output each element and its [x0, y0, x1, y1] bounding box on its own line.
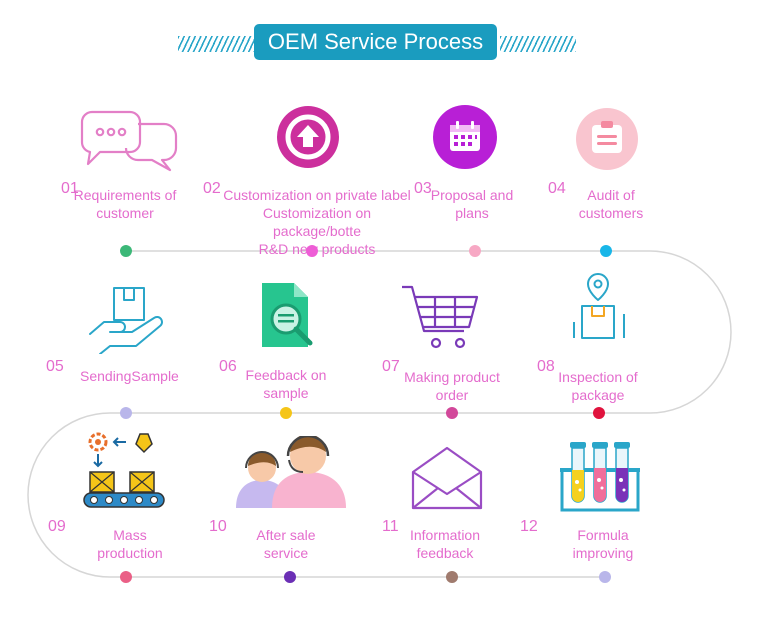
package-location-icon — [573, 273, 625, 339]
step-dot-06 — [280, 407, 292, 419]
calendar-icon — [433, 105, 497, 169]
step-label-03: Proposal and plans — [430, 186, 514, 222]
step-label-line: SendingSample — [80, 368, 179, 384]
document-search-icon — [262, 283, 313, 347]
step-dot-01 — [120, 245, 132, 257]
step-number-05: 05 — [46, 358, 64, 375]
step-dot-12 — [599, 571, 611, 583]
conveyor-production-icon — [83, 432, 165, 508]
step-label-line: Inspection of — [558, 369, 638, 385]
step-label-12: Formula improving — [548, 526, 658, 562]
chat-bubbles-icon — [80, 110, 178, 172]
step-label-line: Feedback on — [245, 367, 327, 383]
step-number-01: 01 — [61, 180, 79, 197]
step-number-09: 09 — [48, 518, 66, 535]
step-label-line: Making product — [404, 369, 500, 385]
step-label-09: Mass production — [80, 526, 180, 562]
step-label-line: Customization on package/botte — [262, 205, 372, 239]
headset-agents-icon — [236, 436, 346, 508]
step-label-line: sample — [263, 385, 309, 401]
step-label-line: Customization on private label — [223, 187, 411, 203]
step-dot-07 — [446, 407, 458, 419]
step-dot-04 — [600, 245, 612, 257]
step-label-line: Formula improving — [572, 527, 634, 561]
step-label-line: Requirements of — [73, 187, 177, 203]
step-label-06: Feedback on sample — [244, 366, 328, 402]
step-label-line: order — [435, 387, 469, 403]
step-label-10: After sale service — [234, 526, 338, 562]
hatch-decoration-right — [500, 36, 576, 52]
step-label-line: customers — [578, 205, 644, 221]
step-number-12: 12 — [520, 518, 538, 535]
clipboard-icon — [576, 108, 638, 170]
step-number-03: 03 — [414, 180, 432, 197]
step-number-06: 06 — [219, 358, 237, 375]
envelope-icon — [411, 446, 483, 510]
step-number-11: 11 — [382, 518, 399, 535]
step-label-05: SendingSample — [80, 367, 179, 385]
step-dot-09 — [120, 571, 132, 583]
step-label-line: Audit of — [587, 187, 635, 203]
page-title: OEM Service Process — [254, 24, 497, 60]
step-label-line: Proposal and — [430, 187, 514, 203]
step-label-line: Information — [409, 527, 481, 543]
step-dot-03 — [469, 245, 481, 257]
step-number-08: 08 — [537, 358, 555, 375]
step-label-08: Inspection of package — [556, 368, 640, 404]
step-label-07: Making product order — [402, 368, 502, 404]
step-label-line: customer — [96, 205, 154, 221]
step-number-07: 07 — [382, 358, 400, 375]
hand-box-icon — [89, 287, 163, 354]
step-label-line: feedback — [416, 545, 474, 561]
step-number-10: 10 — [209, 518, 227, 535]
step-label-line: package — [571, 387, 625, 403]
hatch-decoration-left — [178, 36, 254, 52]
step-label-line: plans — [455, 205, 489, 221]
step-dot-02 — [306, 245, 318, 257]
step-label-line: After sale service — [256, 527, 316, 561]
test-tubes-icon — [560, 442, 640, 512]
upload-circle-icon — [277, 106, 339, 168]
step-label-02: Customization on private label Customiza… — [222, 186, 412, 258]
step-label-04: Audit of customers — [570, 186, 652, 222]
step-dot-08 — [593, 407, 605, 419]
step-label-line: Mass production — [97, 527, 163, 561]
step-label-01: Requirements of customer — [70, 186, 180, 222]
title-banner: OEM Service Process — [0, 24, 760, 64]
step-label-11: Information feedback — [405, 526, 485, 562]
step-number-04: 04 — [548, 180, 566, 197]
step-dot-11 — [446, 571, 458, 583]
step-dot-05 — [120, 407, 132, 419]
step-number-02: 02 — [203, 180, 221, 197]
shopping-cart-icon — [402, 285, 479, 349]
step-dot-10 — [284, 571, 296, 583]
